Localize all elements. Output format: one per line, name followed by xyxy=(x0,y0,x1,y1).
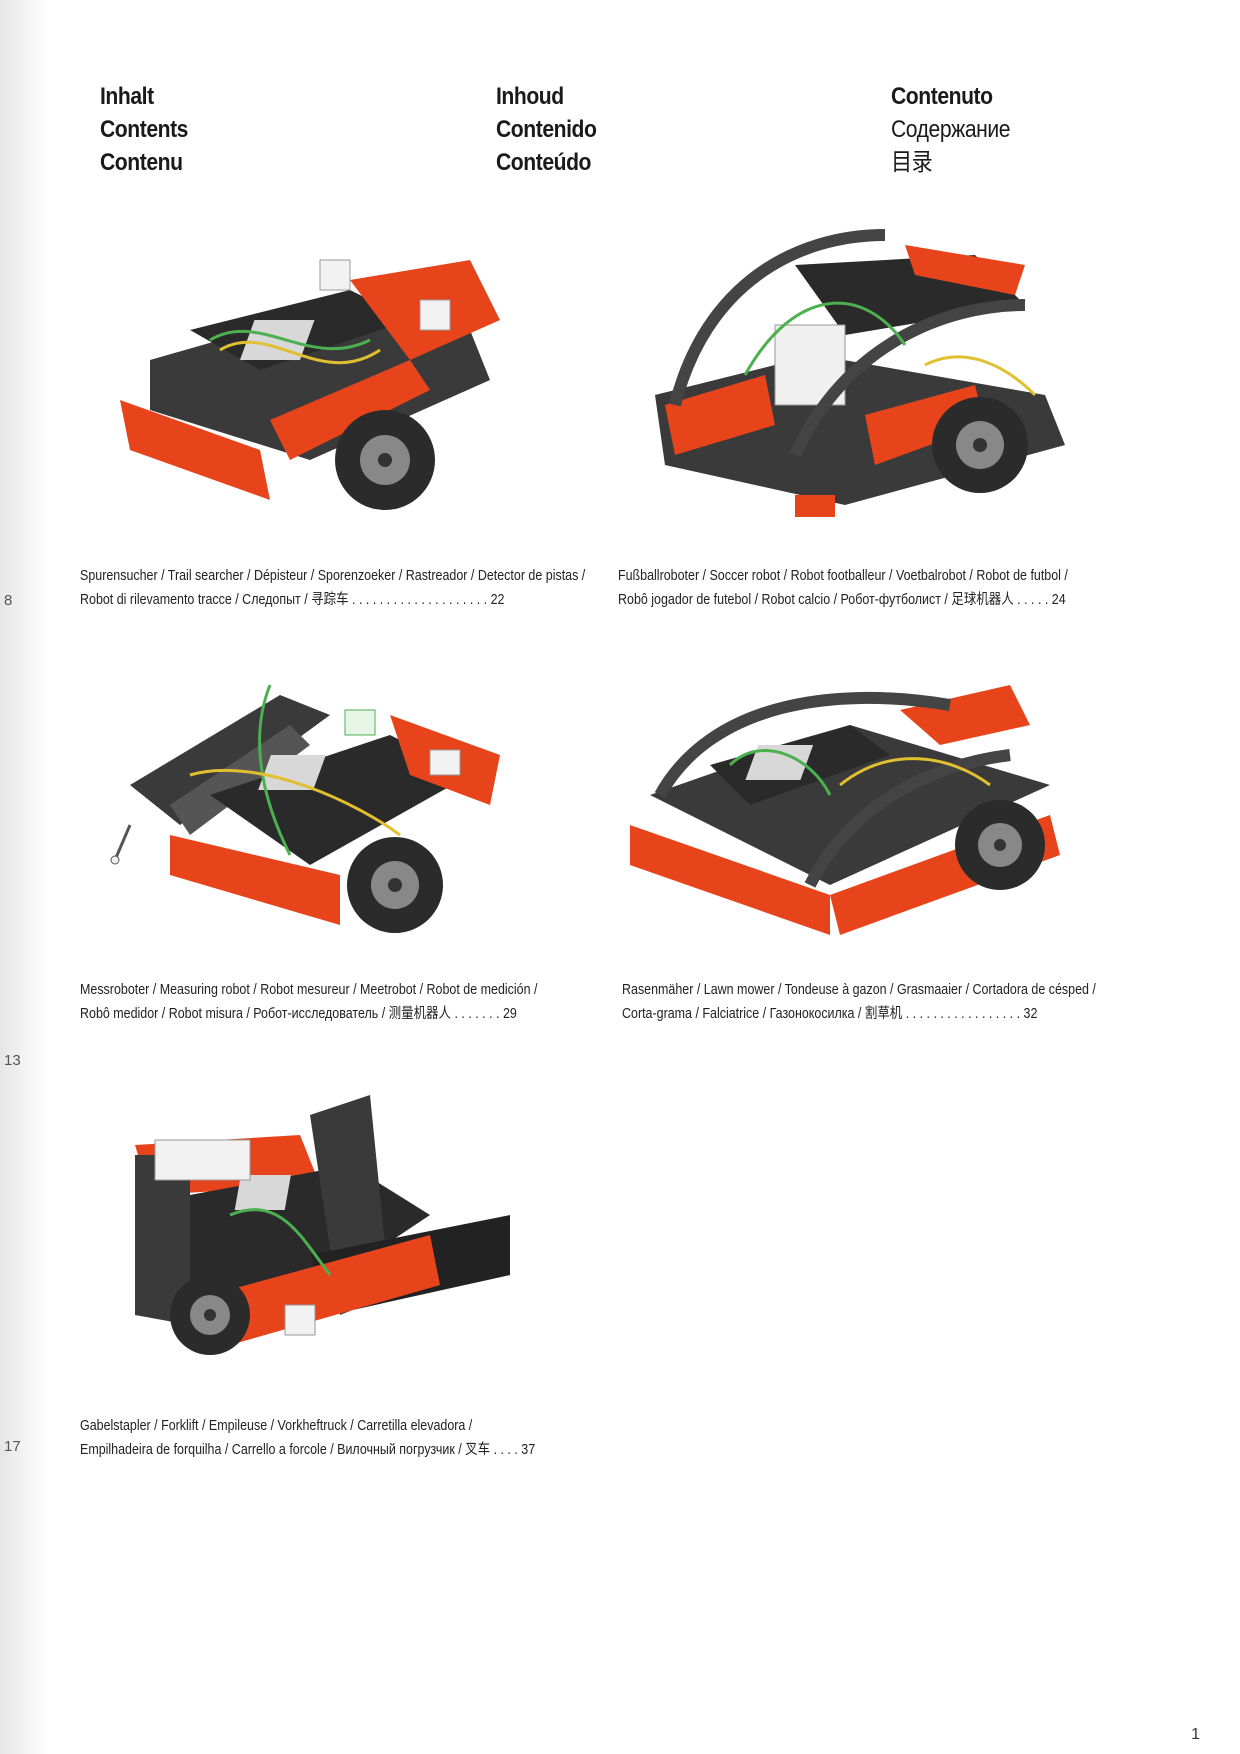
heading-column-1: Inhalt Contents Contenu xyxy=(100,80,200,179)
soccer-robot-image xyxy=(645,225,1095,535)
gutter-number: 17 xyxy=(4,1438,21,1455)
toc-item-forklift[interactable]: Gabelstapler / Forklift / Empileuse / Vo… xyxy=(80,1414,535,1462)
toc-item-line: Robô medidor / Robot misura / Робот-иссл… xyxy=(80,1006,517,1022)
gutter-number: 13 xyxy=(4,1052,21,1069)
toc-item-line: Fußballroboter / Soccer robot / Robot fo… xyxy=(618,568,1068,584)
heading-es: Contenido xyxy=(496,116,597,143)
lawn-mower-image xyxy=(630,685,1070,955)
heading-fr: Contenu xyxy=(100,149,183,176)
heading-ru: Содержание xyxy=(891,116,1011,143)
heading-column-2: Inhoud Contenido Conteúdo xyxy=(496,80,610,179)
gutter-number: 8 xyxy=(4,592,13,609)
toc-item-line: Empilhadeira de forquilha / Carrello a f… xyxy=(80,1442,536,1458)
toc-item-trail-searcher[interactable]: Spurensucher / Trail searcher / Dépisteu… xyxy=(80,564,585,612)
toc-item-line: Robô jogador de futebol / Robot calcio /… xyxy=(618,592,1066,608)
toc-item-line: Messroboter / Measuring robot / Robot me… xyxy=(80,982,538,998)
measuring-robot-image xyxy=(110,675,530,945)
heading-en: Contents xyxy=(100,116,188,143)
toc-item-line: Spurensucher / Trail searcher / Dépisteu… xyxy=(80,568,586,584)
toc-item-measuring-robot[interactable]: Messroboter / Measuring robot / Robot me… xyxy=(80,978,537,1026)
forklift-image xyxy=(130,1095,520,1375)
heading-column-3: Contenuto Содержание 目录 xyxy=(891,80,1026,179)
toc-item-line: Rasenmäher / Lawn mower / Tondeuse à gaz… xyxy=(622,982,1096,998)
toc-item-line: Corta-grama / Falciatrice / Газонокосилк… xyxy=(622,1006,1038,1022)
heading-pt: Conteúdo xyxy=(496,149,592,176)
toc-item-lawn-mower[interactable]: Rasenmäher / Lawn mower / Tondeuse à gaz… xyxy=(622,978,1096,1026)
toc-item-line: Robot di rilevamento tracce / Следопыт /… xyxy=(80,592,505,608)
heading-it: Contenuto xyxy=(891,83,993,110)
toc-item-line: Gabelstapler / Forklift / Empileuse / Vo… xyxy=(80,1418,473,1434)
page-gutter xyxy=(0,0,50,1754)
toc-item-soccer-robot[interactable]: Fußballroboter / Soccer robot / Robot fo… xyxy=(618,564,1068,612)
page-number: 1 xyxy=(1191,1726,1200,1743)
heading-nl: Inhoud xyxy=(496,83,564,110)
trail-searcher-image xyxy=(110,250,510,520)
heading-de: Inhalt xyxy=(100,83,154,110)
heading-zh: 目录 xyxy=(891,149,933,176)
